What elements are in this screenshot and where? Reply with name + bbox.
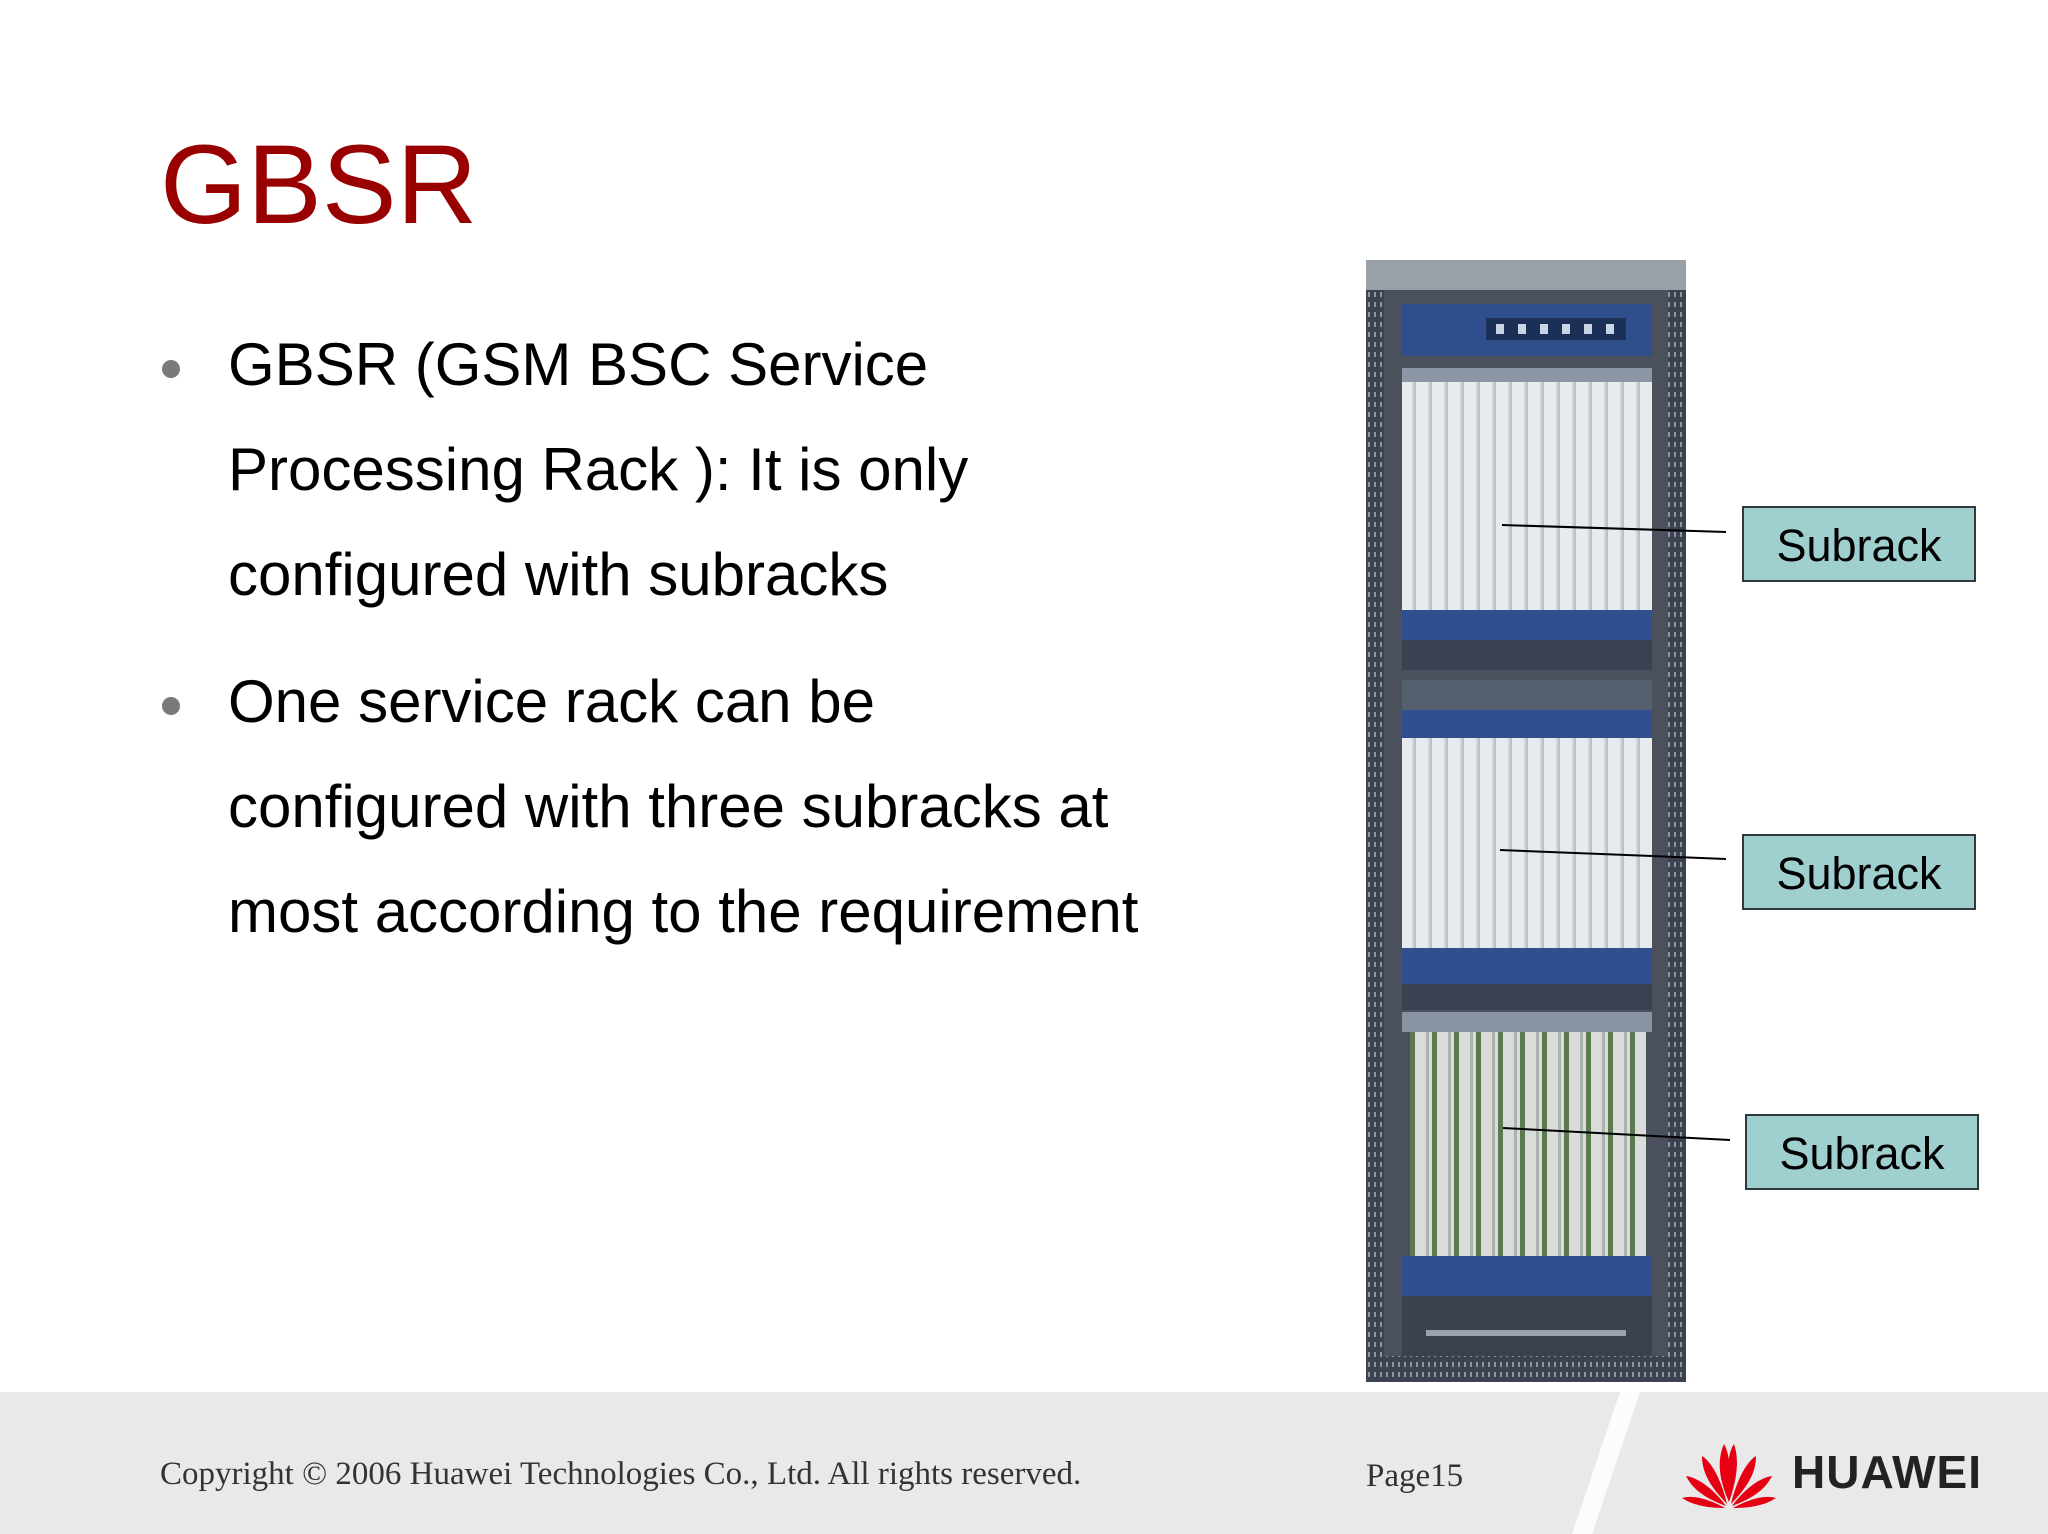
page-number: Page15 — [1366, 1458, 1464, 1494]
callout-subrack-top: Subrack — [1742, 506, 1976, 582]
bullet-list: GBSR (GSM BSC Service Processing Rack ):… — [160, 312, 1140, 986]
bullet-item: One service rack can be configured with … — [160, 649, 1140, 964]
huawei-logo: HUAWEI — [1680, 1432, 1990, 1512]
huawei-logo-text: HUAWEI — [1792, 1446, 1982, 1498]
bullet-item: GBSR (GSM BSC Service Processing Rack ):… — [160, 312, 1140, 627]
round-bullet-icon — [162, 697, 180, 715]
rack-photo — [1366, 260, 1686, 1382]
huawei-petal-logo-icon — [1682, 1444, 1776, 1508]
slide-title: GBSR — [160, 122, 478, 247]
callout-subrack-middle: Subrack — [1742, 834, 1976, 910]
footer-divider — [1572, 1392, 1640, 1534]
copyright-text: Copyright © 2006 Huawei Technologies Co.… — [160, 1456, 1082, 1492]
round-bullet-icon — [162, 360, 180, 378]
bullet-text: One service rack can be configured with … — [228, 668, 1139, 945]
bullet-text: GBSR (GSM BSC Service Processing Rack ):… — [228, 331, 969, 608]
callout-subrack-bottom: Subrack — [1745, 1114, 1979, 1190]
